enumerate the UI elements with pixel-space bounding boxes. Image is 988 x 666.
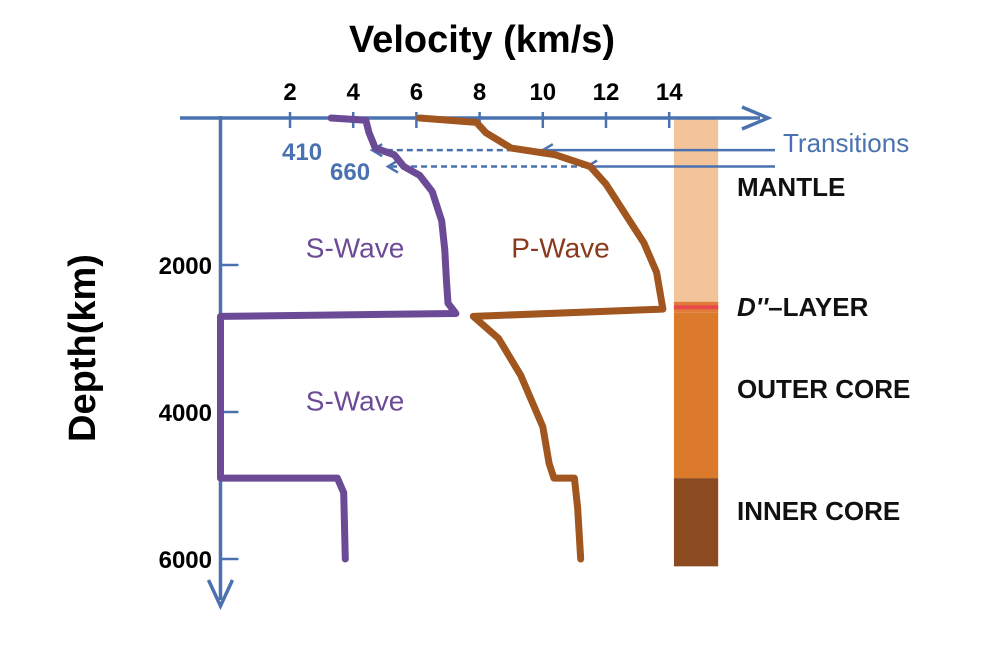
wave-label-0: S-Wave xyxy=(306,233,405,264)
transitions-label: Transitions xyxy=(783,128,909,158)
earth-layer-column xyxy=(673,118,719,567)
d-layer-stripe xyxy=(673,305,719,310)
x-tick-label-2: 2 xyxy=(283,79,296,106)
layer-band-3 xyxy=(673,478,719,567)
layer-band-2 xyxy=(673,312,719,479)
x-tick-label-14: 14 xyxy=(656,79,683,106)
y-axis-arrowhead xyxy=(206,579,235,611)
series-lines xyxy=(217,114,667,563)
x-tick-label-10: 10 xyxy=(529,79,556,106)
transition-660-arrowhead-s xyxy=(385,159,399,174)
series-line-p-wave xyxy=(416,114,667,563)
d-layer-label: D''–LAYER xyxy=(737,292,869,322)
inner-core-label: INNER CORE xyxy=(737,496,900,526)
x-tick-label-8: 8 xyxy=(473,79,486,106)
x-tick-label-12: 12 xyxy=(593,79,620,106)
x-tick-label-4: 4 xyxy=(347,79,361,106)
mantle-label: MANTLE xyxy=(737,172,845,202)
layer-band-0 xyxy=(673,118,719,302)
axes: 2 4 6 8 10 12 14 2000 4000 6000 xyxy=(159,79,773,611)
x-tick-label-6: 6 xyxy=(410,79,423,106)
d-layer-label-suffix: –LAYER xyxy=(768,292,868,322)
series-line-s-wave xyxy=(217,114,460,563)
wave-label-2: S-Wave xyxy=(306,386,405,417)
x-axis-arrowhead xyxy=(741,105,773,131)
y-tick-label-2000: 2000 xyxy=(159,253,212,280)
outer-core-label: OUTER CORE xyxy=(737,374,910,404)
wave-label-1: P-Wave xyxy=(511,233,610,264)
y-tick-label-6000: 6000 xyxy=(159,547,212,574)
depth-410-label: 410 xyxy=(282,139,322,166)
y-tick-label-4000: 4000 xyxy=(159,400,212,427)
y-axis-label: Depth(km) xyxy=(62,254,104,442)
d-layer-label-prefix: D'' xyxy=(737,292,769,322)
depth-660-label: 660 xyxy=(330,159,370,186)
chart-title: Velocity (km/s) xyxy=(349,19,615,61)
